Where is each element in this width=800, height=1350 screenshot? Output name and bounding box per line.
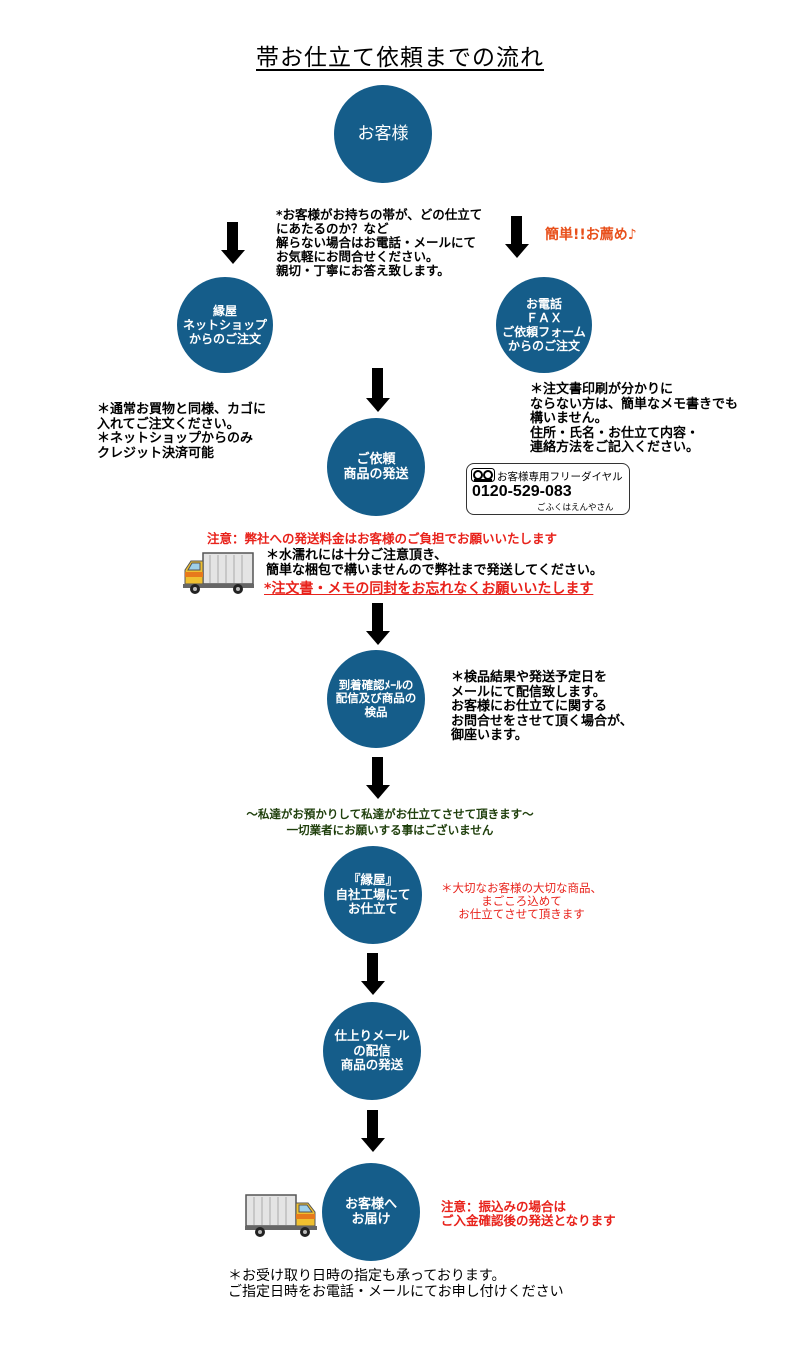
consult-note: *お客様がお持ちの帯が、どの仕立て にあたるのか？など 解らない場合はお電話・メ… [276, 208, 482, 278]
free-dial-icon [471, 468, 495, 482]
recommend-label: 簡単!!お薦め♪ [545, 227, 637, 243]
phone-order-line: ＊注文書印刷が分かりに [530, 382, 674, 397]
care-note: ＊大切なお客様の大切な商品、 まごころ込めて お仕立てさせて頂きます [441, 882, 602, 921]
freedial-reading: ごふくはえんやさん [537, 503, 614, 513]
step-arrival-line: 到着確認ﾒｰﾙの [338, 677, 414, 692]
truck-icon [245, 1194, 317, 1237]
delivery-date-line: ＊お受け取り日時の指定も承っております。 [228, 1268, 506, 1284]
step-ship-item: ご依頼 商品の発送 [327, 418, 425, 516]
packing-line: 簡単な梱包で構いませんので弊社まで発送してください。 [266, 562, 603, 578]
step-netshop-line: ネットショップ [182, 317, 267, 332]
step-factory-line: 『縁屋』 [347, 871, 398, 887]
consult-line: 親切・丁寧にお答え致します。 [276, 263, 450, 278]
netshop-line: ＊通常お買物と同様、カゴに [97, 402, 267, 417]
phone-order-line: 構いません。 [530, 411, 608, 427]
step-finished-line: 商品の発送 [340, 1057, 404, 1073]
step-arrival-line: 配信及び商品の [335, 691, 417, 706]
step-netshop-order: 縁屋 ネットショップ からのご注文 [177, 277, 273, 373]
arrow-down-icon [365, 757, 390, 799]
packing-line: ＊水濡れには十分ご注意頂き、 [266, 548, 448, 563]
arrow-down-icon [360, 1110, 385, 1152]
step-finished-line: の配信 [353, 1042, 391, 1058]
freedial-box: お客様専用フリーダイヤル 0120-529-083 ごふくはえんやさん [466, 463, 630, 515]
truck-icon [183, 552, 254, 594]
netshop-note: ＊通常お買物と同様、カゴに 入れてご注文ください。 ＊ネットショップからのみ ク… [97, 402, 267, 461]
phone-order-line: ならない方は、簡単なメモ書きでも [530, 396, 739, 412]
shipping-fee-notice: 注意：弊社への発送料金はお客様のご負担でお願いいたします [207, 531, 558, 546]
step-arrival-line: 検品 [364, 704, 388, 719]
step-deliver: お客様へ お届け [322, 1163, 420, 1261]
step-phone-line: からのご注文 [507, 339, 580, 354]
page-title: 帯お仕立て依頼までの流れ [256, 45, 544, 71]
step-factory-line: お仕立て [347, 901, 398, 917]
phone-order-line: 住所・氏名・お仕立て内容・ [530, 425, 700, 441]
step-phone-line: お電話 [525, 296, 562, 311]
inhouse-note: ～私達がお預かりして私達がお仕立てさせて頂きます～ 一切業者にお願いする事はござ… [0, 806, 780, 838]
arrow-down-icon [220, 222, 245, 264]
transfer-line: ご入金確認後の発送となります [441, 1213, 616, 1228]
inspection-line: 御座います。 [451, 728, 528, 744]
step-ship-line: ご依頼 [356, 451, 396, 467]
arrow-down-icon [365, 368, 390, 412]
freedial-label: お客様専用フリーダイヤル [497, 471, 623, 483]
step-phone-fax-order: お電話 ＦＡＸ ご依頼フォーム からのご注文 [496, 277, 592, 373]
step-netshop-line: からのご注文 [188, 332, 261, 347]
phone-order-note: ＊注文書印刷が分かりに ならない方は、簡単なメモ書きでも 構いません。 住所・氏… [530, 382, 739, 456]
delivery-date-line: ご指定日時をお電話・メールにてお申し付けください [228, 1284, 564, 1301]
step-factory-line: 自社工場にて [335, 886, 411, 902]
transfer-note: 注意：振込みの場合は ご入金確認後の発送となります [441, 1200, 616, 1228]
inhouse-line: ～私達がお預かりして私達がお仕立てさせて頂きます～ [246, 807, 534, 821]
step-phone-line: ご依頼フォーム [502, 325, 586, 339]
step-netshop-line: 縁屋 [212, 303, 237, 318]
delivery-date-note: ＊お受け取り日時の指定も承っております。 ご指定日時をお電話・メールにてお申し付… [228, 1268, 564, 1300]
inspection-line: ＊検品結果や発送予定日を [451, 670, 608, 685]
consult-line: お気軽にお問合せください。 [276, 249, 439, 264]
enclose-notice: *注文書・メモの同封をお忘れなくお願いいたします [264, 581, 594, 597]
consult-line: 解らない場合はお電話・メールにて [276, 235, 477, 250]
step-factory-tailoring: 『縁屋』 自社工場にて お仕立て [324, 846, 422, 944]
step-customer-label: お客様 [357, 123, 409, 144]
care-line: お仕立てさせて頂きます [458, 906, 585, 921]
freedial-number[interactable]: 0120-529-083 [472, 483, 572, 500]
inspection-note: ＊検品結果や発送予定日を メールにて配信致します。 お客様にお仕立てに関する お… [451, 670, 633, 744]
arrow-down-icon [365, 603, 390, 645]
step-phone-line: ＦＡＸ [525, 310, 562, 325]
step-ship-line: 商品の発送 [343, 467, 409, 482]
step-customer: お客様 [334, 85, 432, 183]
step-finished-notice: 仕上りメール の配信 商品の発送 [323, 1002, 421, 1100]
arrow-down-icon [360, 953, 385, 995]
care-line: ＊大切なお客様の大切な商品、 [441, 881, 602, 895]
inspection-line: お客様にお仕立てに関する [451, 699, 608, 715]
packing-note: ＊水濡れには十分ご注意頂き、 簡単な梱包で構いませんので弊社まで発送してください… [266, 548, 603, 578]
care-line: まごころ込めて [481, 893, 562, 908]
consult-line: *お客様がお持ちの帯が、どの仕立て [276, 207, 483, 222]
consult-line: にあたるのか？など [276, 221, 389, 236]
inspection-line: メールにて配信致します。 [451, 684, 606, 700]
step-finished-line: 仕上りメール [334, 1027, 410, 1043]
netshop-line: 入れてご注文ください。 [97, 416, 240, 432]
netshop-line: ＊ネットショップからのみ [97, 431, 254, 447]
arrow-down-icon [504, 216, 529, 258]
step-deliver-line: お客様へ [344, 1196, 397, 1212]
inspection-line: お問合せをさせて頂く場合が、 [451, 713, 633, 729]
step-deliver-line: お届け [351, 1212, 391, 1227]
inhouse-line: 一切業者にお願いする事はございません [286, 823, 494, 838]
transfer-line: 注意：振込みの場合は [441, 1199, 567, 1214]
step-arrival-check: 到着確認ﾒｰﾙの 配信及び商品の 検品 [327, 650, 425, 748]
phone-order-line: 連絡方法をご記入ください。 [530, 440, 700, 456]
netshop-line: クレジット決済可能 [97, 445, 215, 461]
